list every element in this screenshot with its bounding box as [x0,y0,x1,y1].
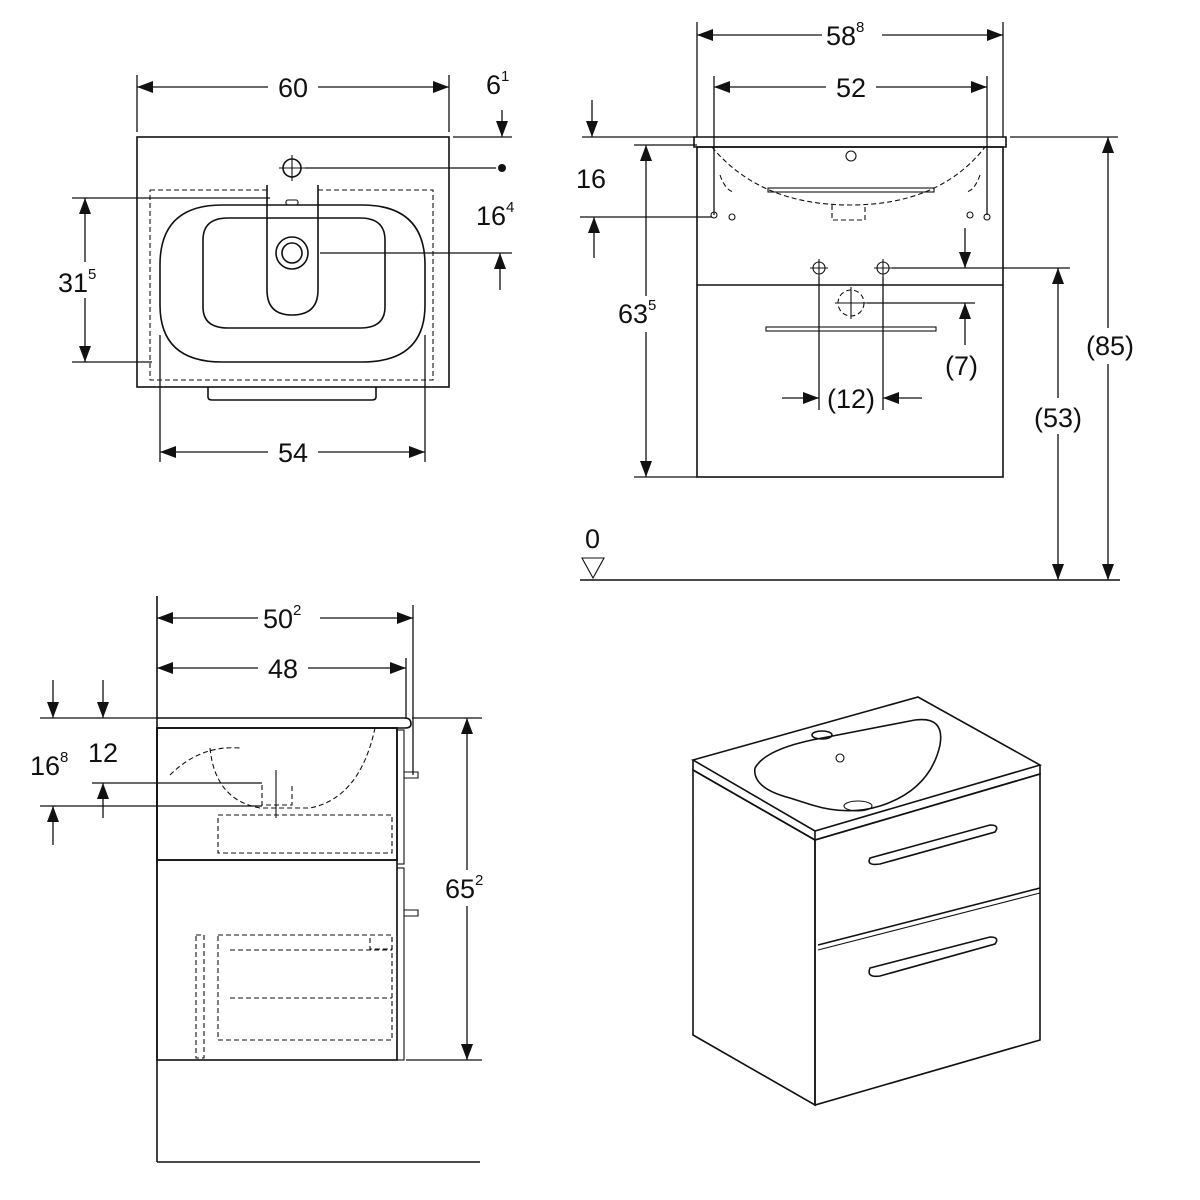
bowl-54-label: 54 [278,438,308,468]
brackets-hidden [719,174,981,193]
height-65-label: 652 [445,872,483,904]
top-view: 60 61 164 315 54 [52,68,514,470]
floor-marker-icon [581,557,605,580]
width-60-label: 60 [278,73,308,103]
isometric-view [690,696,1043,1107]
countertop-top-face [690,696,1043,832]
height-53-label: (53) [1034,403,1082,433]
bowl-hidden-front [711,146,986,206]
cabinet-side [156,727,398,1061]
edge-6-label: 61 [486,68,509,100]
drain-icon [275,236,309,270]
height-63-label: 635 [618,297,656,329]
supply-left-icon [810,259,828,277]
handle-top [767,187,935,193]
bowl-hidden-side [169,727,376,809]
drawer-box-bottom [195,934,393,1059]
cabinet-front-face [814,772,1041,1107]
iso-handle-top [868,824,998,866]
supply-right-icon [874,259,892,277]
cabinet-hidden-outline [149,189,434,381]
thickness-16-label: 16 [576,164,606,194]
drain-hidden-front [831,205,866,221]
front-view: 588 52 16 635 (7) [576,15,1140,581]
bowl-inner [202,217,386,329]
handle-protrusion [207,387,377,401]
overflow-slot [285,199,299,206]
upper-drawer-side [156,727,398,861]
bowl-16-label: 168 [30,749,68,781]
iso-tap-hole [811,730,833,740]
drain-outlet-icon [835,287,867,319]
drain-12-label: 12 [88,738,118,768]
handle-side-bottom [404,909,419,917]
tap-hole-icon [279,155,305,181]
overflow-channel [266,185,319,316]
front-panel-bottom [396,867,405,1061]
depth-31-label: 315 [58,266,96,298]
drawer-box-top [217,814,393,854]
width-52-label: 52 [836,73,866,103]
height-85-label: (85) [1086,331,1134,361]
siphon-hidden [261,785,293,806]
cabinet-front [696,146,1004,478]
basin-outline-top [136,136,450,388]
countertop-front [693,136,1007,148]
iso-bowl [754,718,942,812]
spacing-12-label: (12) [827,384,875,414]
width-58-label: 588 [826,19,864,51]
bowl-outer [159,204,426,363]
handle-bottom [765,326,937,332]
countertop-side [157,717,412,729]
front-panel-top [396,729,405,865]
handle-side-top [404,771,419,779]
depth-48-label: 48 [268,654,298,684]
depth-50-label: 502 [263,602,301,634]
floor-0-label: 0 [585,524,600,554]
tap-hole-front [845,150,857,162]
tap-16-label: 164 [476,199,514,231]
drain-7-label: (7) [945,351,978,381]
iso-handle-bottom [868,936,998,978]
drawer-split [817,887,1041,946]
side-view: 502 48 168 12 652 [30,596,498,1163]
